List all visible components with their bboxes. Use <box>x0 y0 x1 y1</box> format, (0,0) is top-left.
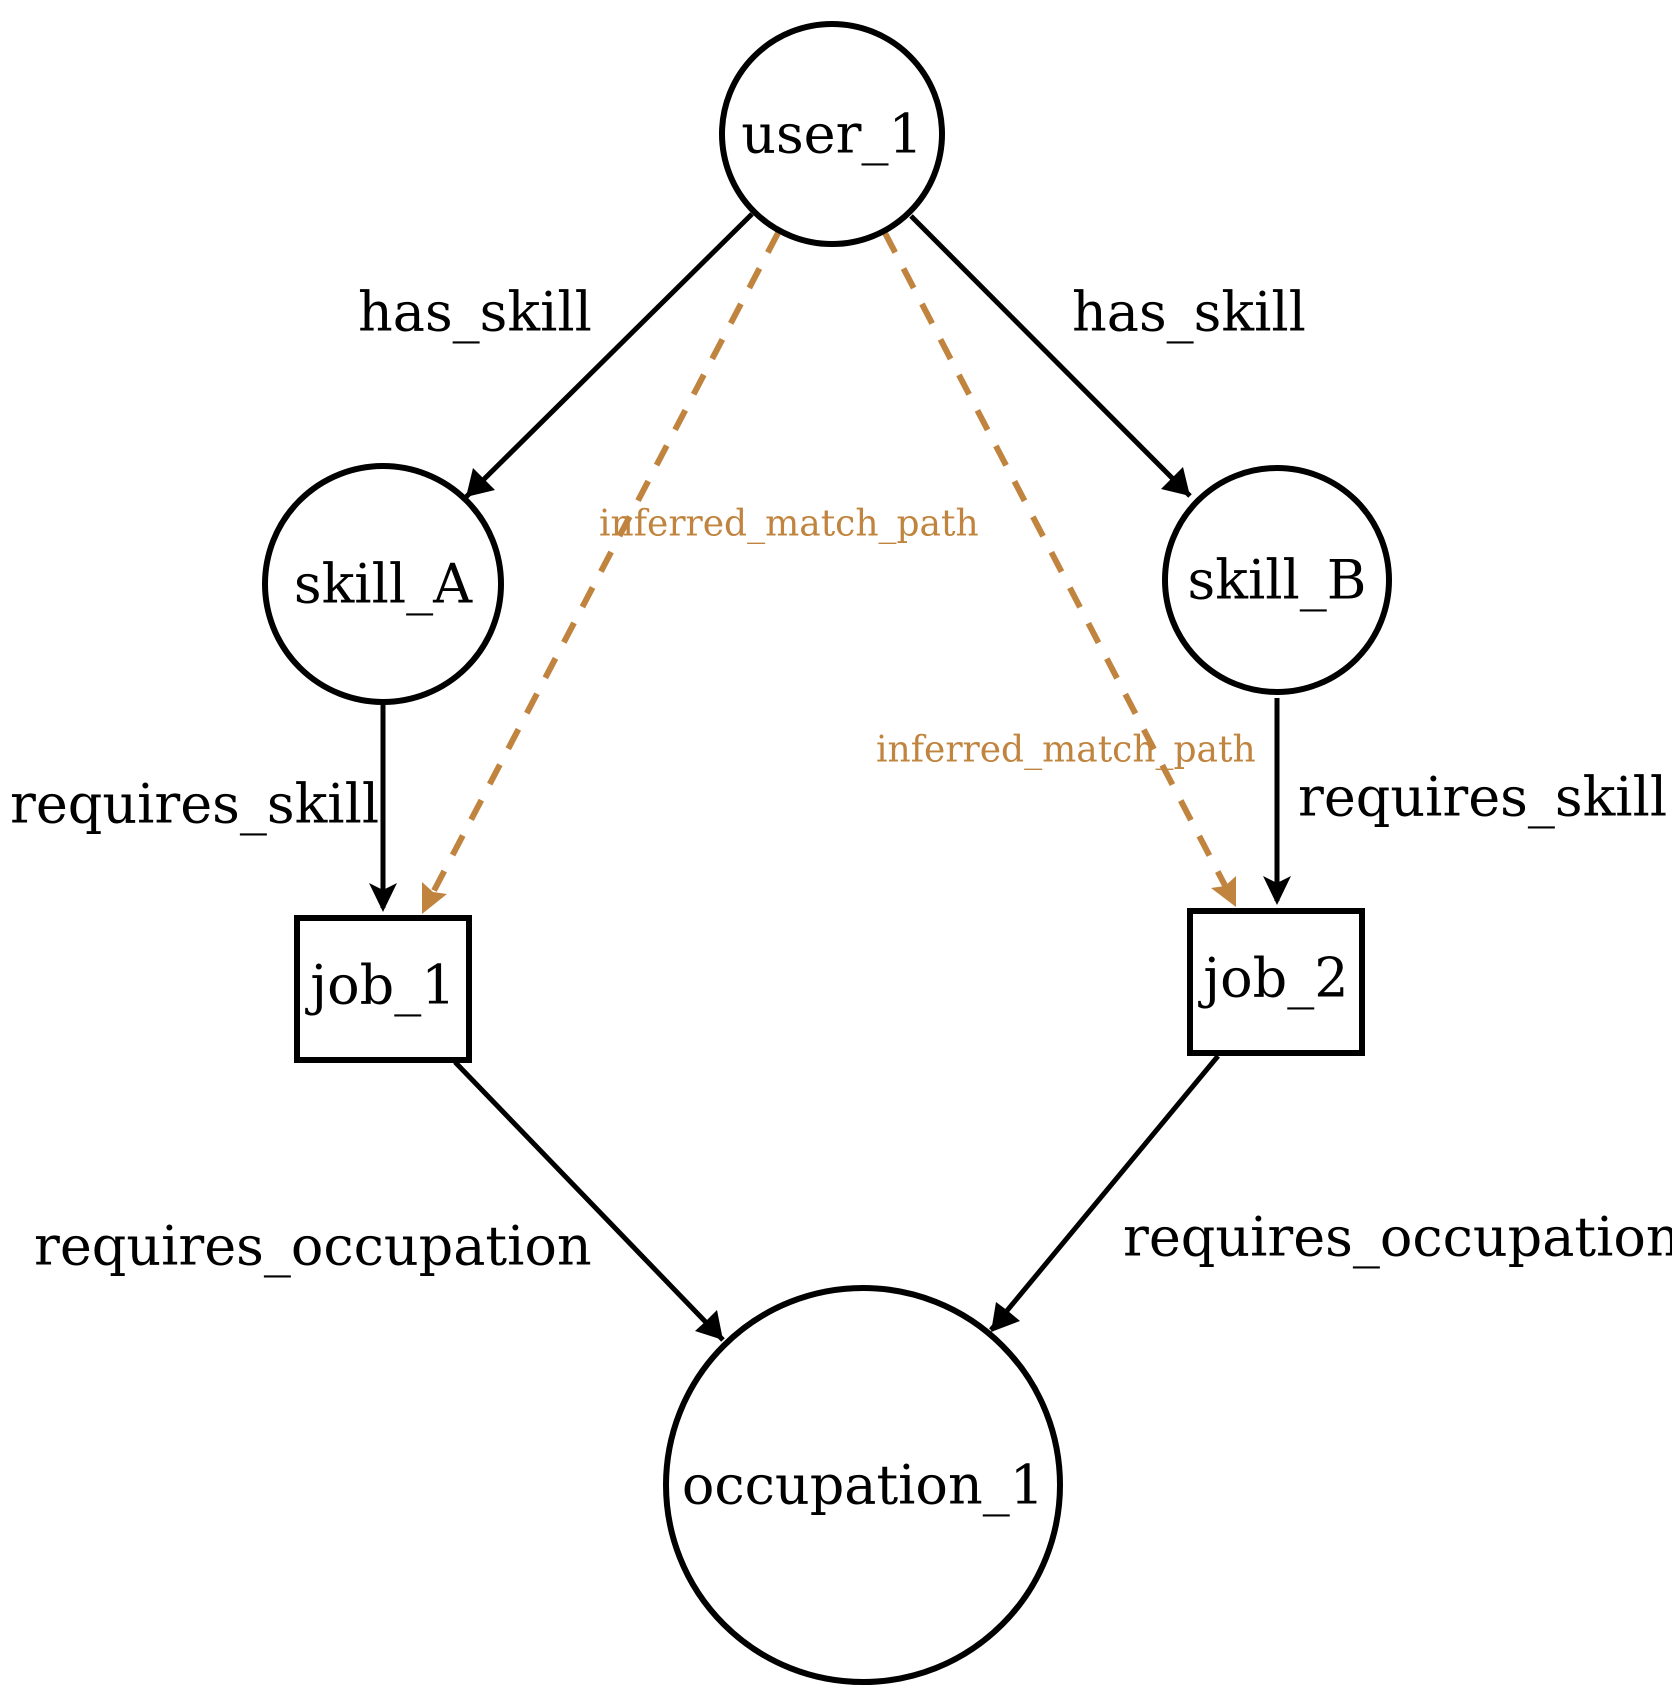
edge-label-has-skill-right: has_skill <box>1072 281 1306 344</box>
edge-user1-skillA <box>464 212 754 499</box>
edge-label-requires-occupation-left: requires_occupation <box>34 1215 592 1278</box>
inferred-edge-user1-job2-arrowhead <box>1211 876 1236 907</box>
inferred-edge-user1-job2 <box>882 231 1234 899</box>
node-user-1-circle <box>719 21 945 247</box>
node-user-1: user_1 <box>719 21 945 247</box>
node-job-1-label: job_1 <box>304 954 455 1017</box>
node-skill-b: skill_B <box>1162 465 1392 695</box>
edge-job1-occupation1-arrowhead <box>695 1310 723 1340</box>
node-job-2-box <box>1187 908 1365 1056</box>
nodes: user_1 skill_A skill_B job_1 job_2 occup… <box>262 21 1392 1685</box>
edge-job2-occupation1-arrowhead <box>991 1302 1020 1332</box>
node-skill-a-label: skill_A <box>294 553 473 616</box>
edge-job1-occupation1 <box>453 1060 725 1342</box>
inferred-edges <box>422 231 1236 914</box>
node-occupation-1-label: occupation_1 <box>682 1454 1044 1517</box>
node-occupation-1-circle <box>663 1285 1063 1685</box>
inferred-edge-user1-job1 <box>424 231 781 906</box>
node-skill-a: skill_A <box>262 463 504 705</box>
edge-label-inferred-left: inferred_match_path <box>599 504 979 545</box>
node-job-2-label: job_2 <box>1197 947 1348 1010</box>
node-occupation-1: occupation_1 <box>663 1285 1063 1685</box>
edge-label-inferred-right: inferred_match_path <box>876 730 1256 771</box>
edge-label-requires-skill-right: requires_skill <box>1298 766 1667 829</box>
node-skill-a-circle <box>262 463 504 705</box>
edge-labels: has_skill has_skill requires_skill requi… <box>10 281 1672 1278</box>
edge-label-requires-occupation-right: requires_occupation <box>1123 1206 1672 1269</box>
node-skill-b-label: skill_B <box>1188 549 1367 612</box>
node-job-1-box <box>294 915 472 1063</box>
edges <box>369 212 1291 1342</box>
node-user-1-label: user_1 <box>741 103 923 166</box>
edge-job2-occupation1 <box>989 1054 1220 1332</box>
node-job-2: job_2 <box>1187 908 1365 1056</box>
node-job-1: job_1 <box>294 915 472 1063</box>
edge-label-requires-skill-left: requires_skill <box>10 773 379 836</box>
edge-skillA-job1-arrowhead <box>369 883 397 912</box>
edge-skillB-job2-arrowhead <box>1263 876 1291 905</box>
edge-user1-skillB <box>909 214 1192 498</box>
node-skill-b-circle <box>1162 465 1392 695</box>
inferred-edge-user1-job1-arrowhead <box>422 882 447 914</box>
edge-user1-skillB-arrowhead <box>1161 467 1190 496</box>
edge-user1-skillA-arrowhead <box>466 468 495 497</box>
edge-label-has-skill-left: has_skill <box>358 281 592 344</box>
